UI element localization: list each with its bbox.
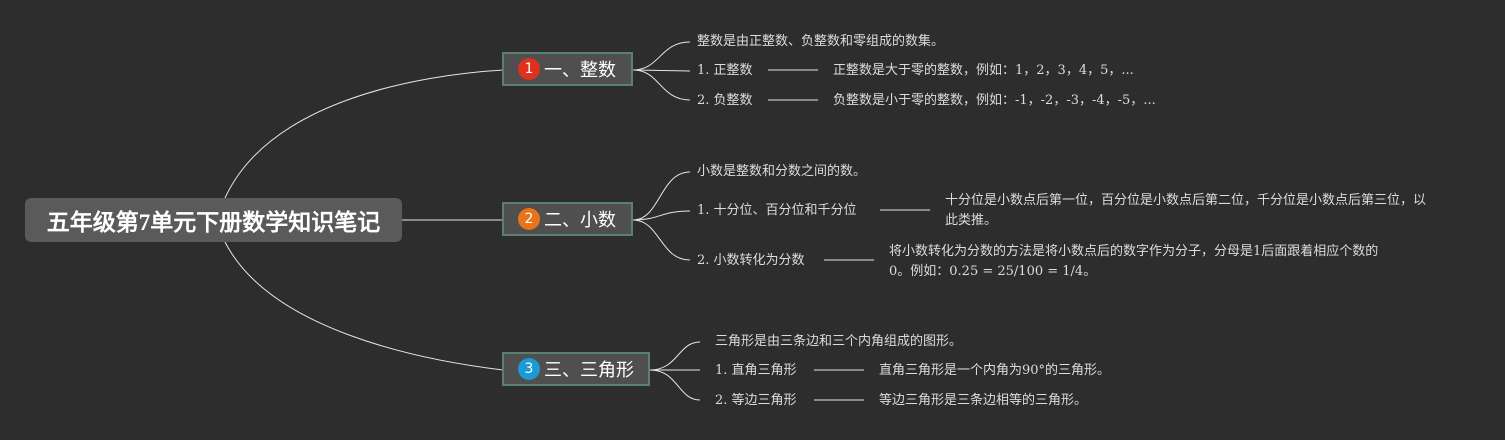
b1-item1-label: 1. 正整数 [697, 63, 753, 78]
root-node[interactable]: 五年级第7单元下册数学知识笔记 [25, 198, 402, 242]
b3-item1-label: 1. 直角三角形 [715, 363, 797, 378]
b3-item2-detail: 等边三角形是三条边相等的三角形。 [879, 393, 1088, 408]
connector-b3-intro [649, 341, 701, 371]
branch-label: 三、三角形 [544, 360, 634, 381]
branch-label: 二、小数 [544, 210, 616, 231]
number-badge-icon: 3 [518, 358, 540, 380]
b3-intro-text: 三角形是由三条边和三个内角组成的图形。 [715, 334, 963, 349]
b3-item2-label: 2. 等边三角形 [715, 393, 797, 408]
b2-intro-text: 小数是整数和分数之间的数。 [697, 164, 867, 179]
connector-b2-item1 [632, 210, 691, 221]
connector-b3-item2 [649, 369, 701, 401]
connector-b2-item2 [632, 219, 691, 261]
b1-item2-label: 2. 负整数 [697, 93, 753, 108]
number-badge-icon: 1 [518, 58, 540, 80]
b2-item1-label: 1. 十分位、百分位和千分位 [697, 203, 857, 218]
b2-item1-detail: 十分位是小数点后第一位，百分位是小数点后第二位，千分位是小数点后第三位，以此类推… [945, 193, 1427, 228]
connector-b1-intro [632, 41, 691, 71]
b2-item2-detail: 将小数转化为分数的方法是将小数点后的数字作为分子，分母是1后面跟着相应个数的0。… [889, 244, 1379, 279]
branch-node-triangles[interactable]: 3 三、三角形 [502, 352, 650, 386]
b2-item2-label: 2. 小数转化为分数 [697, 253, 805, 268]
root-label: 五年级第7单元下册数学知识笔记 [46, 210, 381, 235]
branch-node-decimals[interactable]: 2 二、小数 [502, 202, 633, 236]
connector-b1-item1 [632, 69, 691, 72]
b1-item2-detail: 负整数是小于零的整数，例如：-1，-2，-3，-4，-5，... [833, 93, 1156, 108]
connector-b2-intro [632, 171, 691, 221]
b3-item1-detail: 直角三角形是一个内角为90°的三角形。 [879, 363, 1111, 378]
connector-b1-item2 [632, 69, 691, 101]
branch-label: 一、整数 [544, 60, 616, 81]
connector-root-branch-1 [224, 69, 504, 199]
connector-root-branch-3 [224, 241, 504, 371]
number-badge-icon: 2 [518, 208, 540, 230]
b1-item1-detail: 正整数是大于零的整数，例如：1，2，3，4，5，... [833, 63, 1134, 78]
b1-intro-text: 整数是由正整数、负整数和零组成的数集。 [697, 34, 945, 49]
branch-node-integers[interactable]: 1 一、整数 [502, 52, 633, 86]
